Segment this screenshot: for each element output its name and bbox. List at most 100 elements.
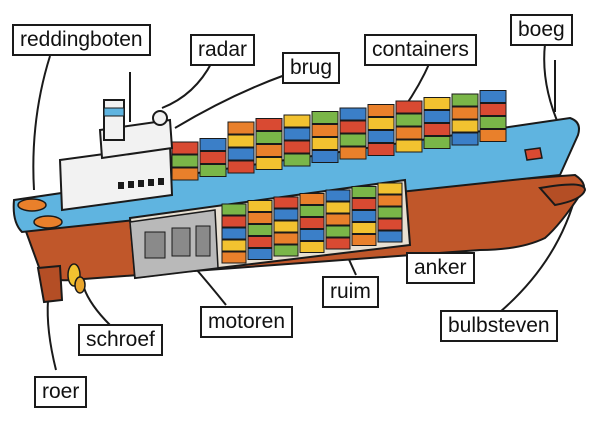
container-block [395,113,423,127]
container-block [283,114,311,128]
container-block [325,237,351,250]
container-block [351,234,377,246]
container-block [221,215,247,228]
label-schroef: schroef [78,324,163,356]
container-block [377,230,403,243]
container-block [325,213,351,226]
deck-containers [171,90,507,181]
container-block [479,116,507,129]
container-block [339,107,367,121]
container-block [451,93,479,107]
container-block [255,131,283,144]
bridge-windows [118,178,164,189]
container-block [227,147,255,161]
container-block [423,136,451,149]
container-block [351,222,377,234]
label-boeg: boeg [510,14,573,46]
radar-dome [152,110,168,126]
container-block [299,193,325,205]
lifeboats [17,198,63,229]
container-block [423,123,451,136]
container-block [479,90,507,103]
container-block [367,143,395,156]
container-block [247,236,273,248]
container-block [479,129,507,142]
container-block [283,153,311,167]
container-block [299,205,325,217]
container-block [395,139,423,153]
container-block [325,225,351,238]
hold-containers [221,182,403,264]
container-block [221,203,247,216]
container-block [273,208,299,221]
label-motoren: motoren [200,306,294,338]
container-block [351,198,377,210]
container-block [247,212,273,224]
container-block [171,167,199,181]
container-block [367,130,395,143]
container-block [311,150,339,163]
propeller [67,263,86,294]
container-block [377,218,403,231]
label-bulbsteven: bulbsteven [440,310,558,342]
container-block [199,164,227,177]
label-roer: roer [34,376,88,408]
container-block [351,186,377,198]
container-block [339,120,367,134]
container-block [299,229,325,241]
label-radar: radar [190,34,256,66]
container-block [395,126,423,140]
superstructure [58,72,174,212]
container-block [199,138,227,151]
container-block [395,100,423,114]
container-block [221,251,247,264]
container-block [227,160,255,174]
label-ruim: ruim [322,276,379,308]
container-block [479,103,507,116]
container-block [367,117,395,130]
container-block [255,144,283,157]
container-block [367,104,395,117]
container-block [311,111,339,124]
label-containers: containers [364,34,477,66]
container-block [339,133,367,147]
container-block [227,134,255,148]
container-block [423,110,451,123]
rudder [36,264,64,304]
container-block [247,224,273,236]
container-block [273,244,299,257]
container-block [299,241,325,253]
bulbous-bow [538,183,587,207]
funnel [103,99,125,141]
container-block [451,106,479,120]
container-block [377,206,403,219]
label-anker: anker [406,252,475,284]
container-block [451,132,479,146]
container-block [325,201,351,214]
container-block [377,182,403,195]
label-brug: brug [282,52,341,84]
anchor-pocket [524,147,543,161]
container-block [171,154,199,168]
container-block [221,227,247,240]
container-block [311,124,339,137]
container-block [255,157,283,170]
container-block [325,189,351,202]
container-block [171,141,199,155]
container-block [283,127,311,141]
container-block [423,97,451,110]
container-block [283,140,311,154]
container-block [311,137,339,150]
container-block [299,217,325,229]
container-block [451,119,479,133]
container-block [255,118,283,131]
container-block [339,146,367,160]
container-block [227,121,255,135]
container-block [247,248,273,260]
label-reddingboten: reddingboten [12,24,151,56]
container-block [273,220,299,233]
engines [144,225,211,259]
container-block [199,151,227,164]
